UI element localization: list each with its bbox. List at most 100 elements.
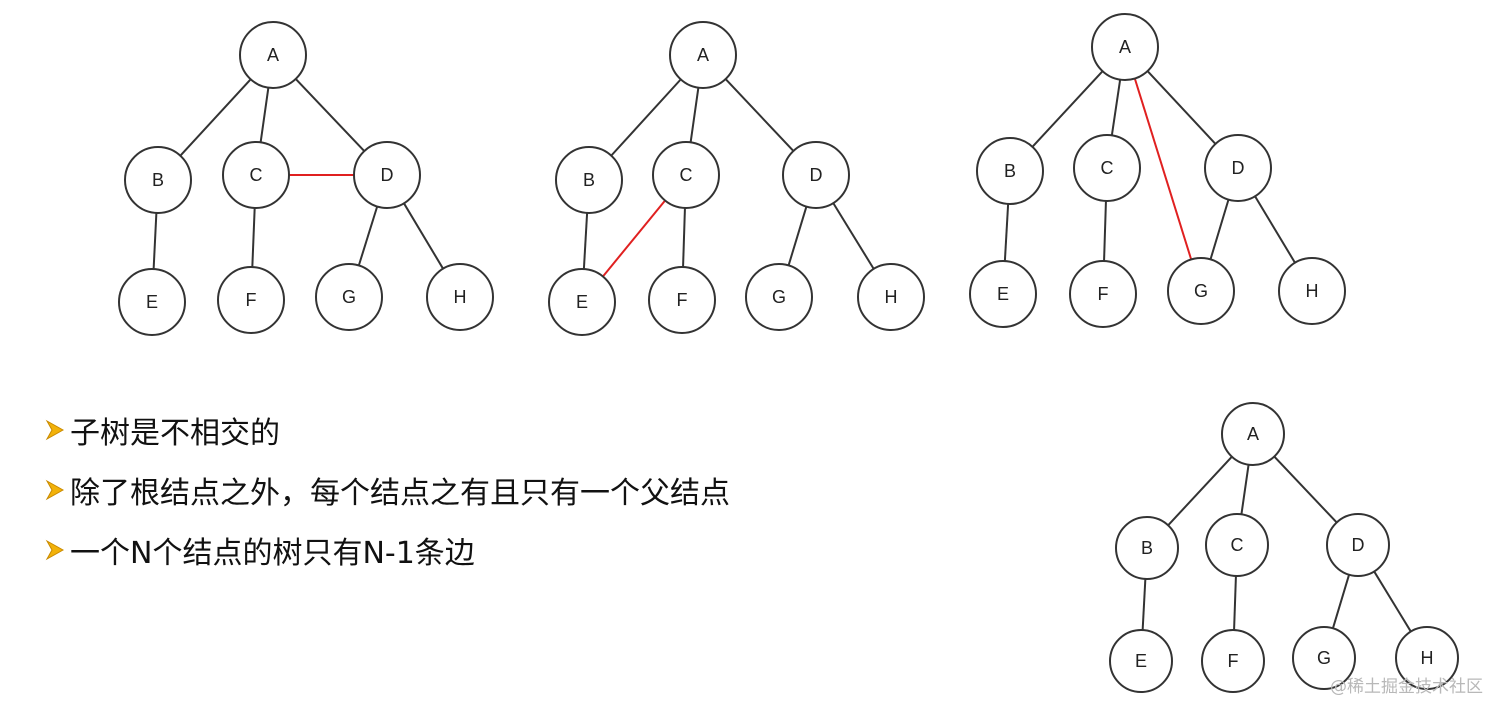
edge-d-g <box>787 206 808 266</box>
node-label: G <box>1194 281 1208 301</box>
node-f: F <box>648 266 716 334</box>
edge-a-b <box>1031 70 1104 148</box>
node-circle <box>648 266 716 334</box>
edge-b-e <box>152 212 158 270</box>
node-label: H <box>1421 648 1434 668</box>
node-circle <box>315 263 383 331</box>
arrow-bullet-icon <box>45 539 65 561</box>
node-label: B <box>152 170 164 190</box>
node-c: C <box>222 141 290 209</box>
node-a: A <box>1091 13 1159 81</box>
node-label: D <box>381 165 394 185</box>
node-f: F <box>1201 629 1265 693</box>
node-circle <box>1292 626 1356 690</box>
node-label: F <box>677 290 688 310</box>
node-e: E <box>548 268 616 336</box>
edge-a-c <box>259 87 270 143</box>
bullet-text: 除了根结点之外，每个结点之有且只有一个父结点 <box>70 476 730 511</box>
node-circle <box>1091 13 1159 81</box>
arrow-bullet-icon <box>45 419 65 441</box>
node-label: B <box>1004 161 1016 181</box>
arrow-bullet-icon <box>45 479 65 501</box>
node-g: G <box>1167 257 1235 325</box>
edge-d-h <box>1254 195 1296 264</box>
edge-d-g <box>1209 199 1230 260</box>
node-label: H <box>885 287 898 307</box>
extra-edge-c-e <box>602 199 666 278</box>
node-h: H <box>1278 257 1346 325</box>
edge-a-b <box>179 78 252 157</box>
node-circle <box>669 21 737 89</box>
node-label: E <box>997 284 1009 304</box>
node-label: E <box>1135 651 1147 671</box>
node-label: H <box>454 287 467 307</box>
node-e: E <box>969 260 1037 328</box>
node-label: F <box>1098 284 1109 304</box>
node-label: D <box>810 165 823 185</box>
node-d: D <box>782 141 850 209</box>
node-label: C <box>250 165 263 185</box>
node-e: E <box>118 268 186 336</box>
node-label: C <box>680 165 693 185</box>
edge-d-g <box>1331 574 1351 629</box>
node-circle <box>1069 260 1137 328</box>
edge-c-f <box>682 207 686 268</box>
node-b: B <box>1115 516 1179 580</box>
node-circle <box>217 266 285 334</box>
node-f: F <box>217 266 285 334</box>
bullet-item: 一个N个结点的树只有N-1条边 <box>44 530 730 571</box>
node-label: D <box>1352 535 1365 555</box>
node-label: A <box>267 45 279 65</box>
node-g: G <box>315 263 383 331</box>
node-label: E <box>146 292 158 312</box>
edge-b-e <box>1141 578 1147 631</box>
node-g: G <box>1292 626 1356 690</box>
node-circle <box>426 263 494 331</box>
node-label: B <box>1141 538 1153 558</box>
tree-3: A B C D E F G H <box>969 13 1346 328</box>
node-c: C <box>652 141 720 209</box>
node-circle <box>1326 513 1390 577</box>
edge-a-c <box>1240 464 1250 515</box>
node-label: F <box>1228 651 1239 671</box>
node-label: A <box>1119 37 1131 57</box>
node-circle <box>1167 257 1235 325</box>
node-a: A <box>669 21 737 89</box>
node-label: G <box>772 287 786 307</box>
edge-b-e <box>1003 203 1010 262</box>
node-circle <box>857 263 925 331</box>
node-label: E <box>576 292 588 312</box>
node-circle <box>745 263 813 331</box>
node-circle <box>1115 516 1179 580</box>
node-e: E <box>1109 629 1173 693</box>
node-circle <box>239 21 307 89</box>
node-a: A <box>239 21 307 89</box>
bullet-item: 子树是不相交的 <box>44 410 730 451</box>
edge-a-d <box>1146 70 1217 145</box>
node-d: D <box>353 141 421 209</box>
node-h: H <box>1395 626 1459 690</box>
edge-d-h <box>832 202 875 270</box>
node-circle <box>555 146 623 214</box>
node-circle <box>548 268 616 336</box>
node-c: C <box>1073 134 1141 202</box>
node-circle <box>1221 402 1285 466</box>
node-circle <box>652 141 720 209</box>
node-label: G <box>1317 648 1331 668</box>
node-circle <box>1204 134 1272 202</box>
node-circle <box>1109 629 1173 693</box>
node-d: D <box>1204 134 1272 202</box>
node-circle <box>222 141 290 209</box>
watermark: @稀土掘金技术社区 <box>1330 677 1483 697</box>
node-f: F <box>1069 260 1137 328</box>
node-circle <box>118 268 186 336</box>
node-label: C <box>1101 158 1114 178</box>
node-label: D <box>1232 158 1245 178</box>
node-label: A <box>697 45 709 65</box>
node-b: B <box>976 137 1044 205</box>
edge-c-f <box>251 207 256 268</box>
node-h: H <box>426 263 494 331</box>
